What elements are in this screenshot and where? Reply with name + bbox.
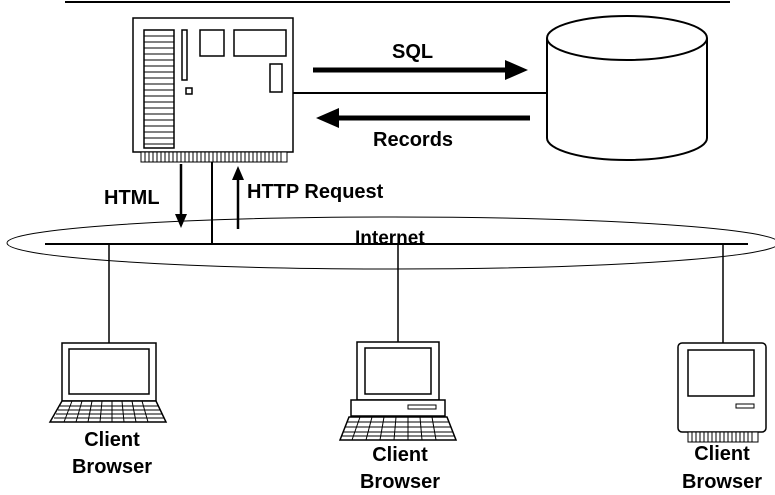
sql-arrow — [313, 60, 528, 80]
html-arrow — [175, 164, 187, 228]
all-in-one-computer-icon — [677, 342, 767, 443]
laptop-icon — [48, 342, 168, 423]
client-1-line2: Browser — [71, 456, 153, 478]
sql-label: SQL — [392, 41, 434, 63]
records-arrow — [316, 108, 530, 128]
desktop-computer-icon — [338, 341, 458, 441]
http-request-arrow — [232, 166, 244, 229]
client-1-line1: Client — [84, 429, 140, 451]
internet-label: Internet — [355, 228, 425, 249]
client-2-line2: Browser — [359, 471, 441, 493]
html-label: HTML — [104, 187, 160, 209]
client-3-line2: Browser — [681, 471, 763, 493]
client-3-line1: Client — [694, 443, 750, 465]
server-icon — [132, 17, 294, 163]
internet-ellipse — [6, 216, 775, 270]
database-cylinder-icon — [546, 15, 708, 161]
http-request-label: HTTP Request — [247, 181, 384, 203]
client-2-line1: Client — [372, 444, 428, 466]
records-label: Records — [373, 129, 454, 151]
